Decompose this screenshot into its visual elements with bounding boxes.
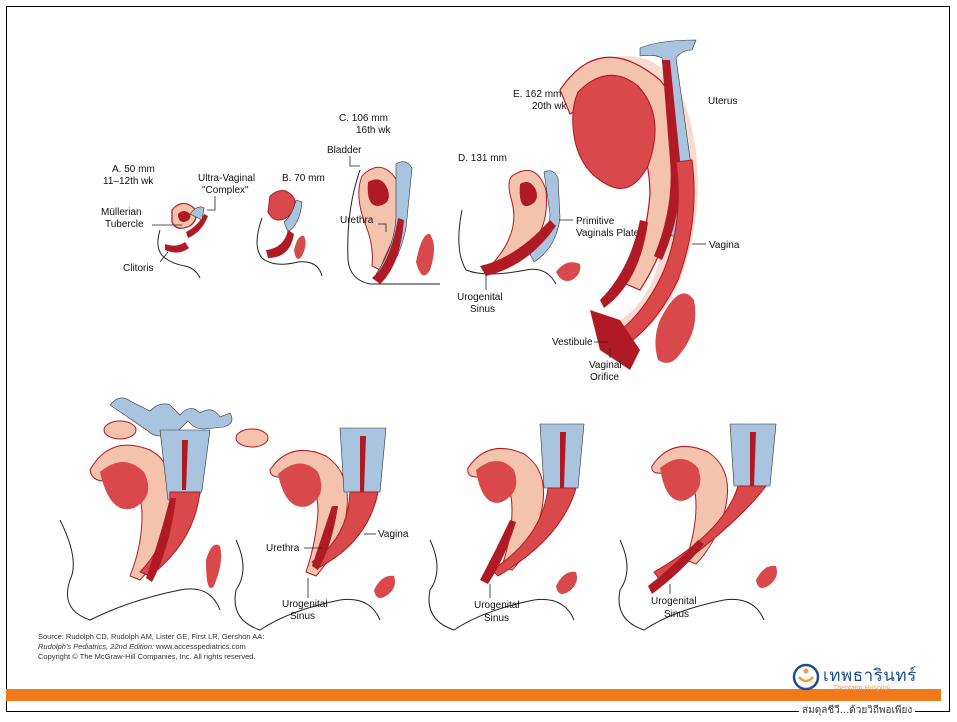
label-orifice: Orifice bbox=[590, 372, 619, 383]
label-uterus: Uterus bbox=[708, 96, 737, 107]
stage-a-age: 11–12th wk bbox=[103, 176, 154, 187]
hospital-english-name: Theptarin Hospital bbox=[833, 685, 890, 692]
label-urogenital-bottom-1: Urogenital bbox=[282, 599, 328, 610]
label-vagina-bottom: Vagina bbox=[378, 529, 409, 540]
label-urogenital-d: Urogenital bbox=[457, 292, 503, 303]
label-vaginals-plate: Vaginals Plate bbox=[576, 228, 640, 239]
source-url: www.accesspediatrics.com bbox=[154, 642, 246, 651]
label-urogenital-bottom-2: Urogenital bbox=[474, 600, 520, 611]
label-vaginal: Vaginal bbox=[589, 360, 622, 371]
label-sinus-bottom-1: Sinus bbox=[290, 611, 315, 622]
stage-c-age: 16th wk bbox=[356, 125, 391, 136]
label-complex: "Complex" bbox=[202, 185, 249, 196]
source-book-title: Rudolph's Pediatrics, 22nd Edition: bbox=[38, 642, 154, 651]
label-vestibule: Vestibule bbox=[552, 337, 593, 348]
stage-e-drawing bbox=[560, 40, 698, 370]
label-urogenital-bottom-3: Urogenital bbox=[651, 596, 697, 607]
source-line-1: Source: Rudolph CD, Rudolph AM, Lister G… bbox=[38, 632, 264, 642]
label-sinus-bottom-2: Sinus bbox=[484, 613, 509, 624]
label-bladder: Bladder bbox=[327, 145, 362, 156]
stage-e-title: E. 162 mm bbox=[513, 89, 561, 100]
label-mullerian: Müllerian bbox=[101, 207, 142, 218]
label-vagina-e: Vagina bbox=[709, 240, 740, 251]
stage-b-title: B. 70 mm bbox=[282, 173, 325, 184]
stage-e-age: 20th wk bbox=[532, 101, 567, 112]
bottom-section-1 bbox=[60, 398, 268, 620]
source-copyright: Copyright © The McGraw-Hill Companies, I… bbox=[38, 652, 264, 662]
label-ultra-vaginal: Ultra-Vaginal bbox=[198, 173, 255, 184]
bottom-section-4 bbox=[619, 424, 777, 630]
stage-a-drawing bbox=[158, 203, 208, 278]
label-sinus-d: Sinus bbox=[470, 304, 495, 315]
source-citation: Source: Rudolph CD, Rudolph AM, Lister G… bbox=[38, 632, 264, 662]
label-urethra-c: Urethra bbox=[340, 215, 374, 226]
source-line-2: Rudolph's Pediatrics, 22nd Edition: www.… bbox=[38, 642, 264, 652]
hospital-logo-icon bbox=[791, 662, 821, 692]
hospital-tagline: สมดุลชีวี...ด้วยวิถีพอเพียง bbox=[799, 702, 915, 719]
label-tubercle: Tubercle bbox=[105, 219, 144, 230]
label-clitoris: Clitoris bbox=[123, 263, 154, 274]
stage-d-drawing bbox=[459, 170, 581, 284]
label-sinus-bottom-3: Sinus bbox=[664, 609, 689, 620]
stage-c-title: C. 106 mm bbox=[339, 113, 388, 124]
hospital-logo: เทพธารินทร์ Theptarin Hospital สมดุลชีวี… bbox=[787, 660, 937, 720]
stage-a-title: A. 50 mm bbox=[112, 164, 155, 175]
label-urethra-bottom: Urethra bbox=[266, 543, 300, 554]
label-primitive: Primitive bbox=[576, 216, 615, 227]
stage-b-drawing bbox=[257, 190, 322, 276]
stage-d-title: D. 131 mm bbox=[458, 153, 507, 164]
